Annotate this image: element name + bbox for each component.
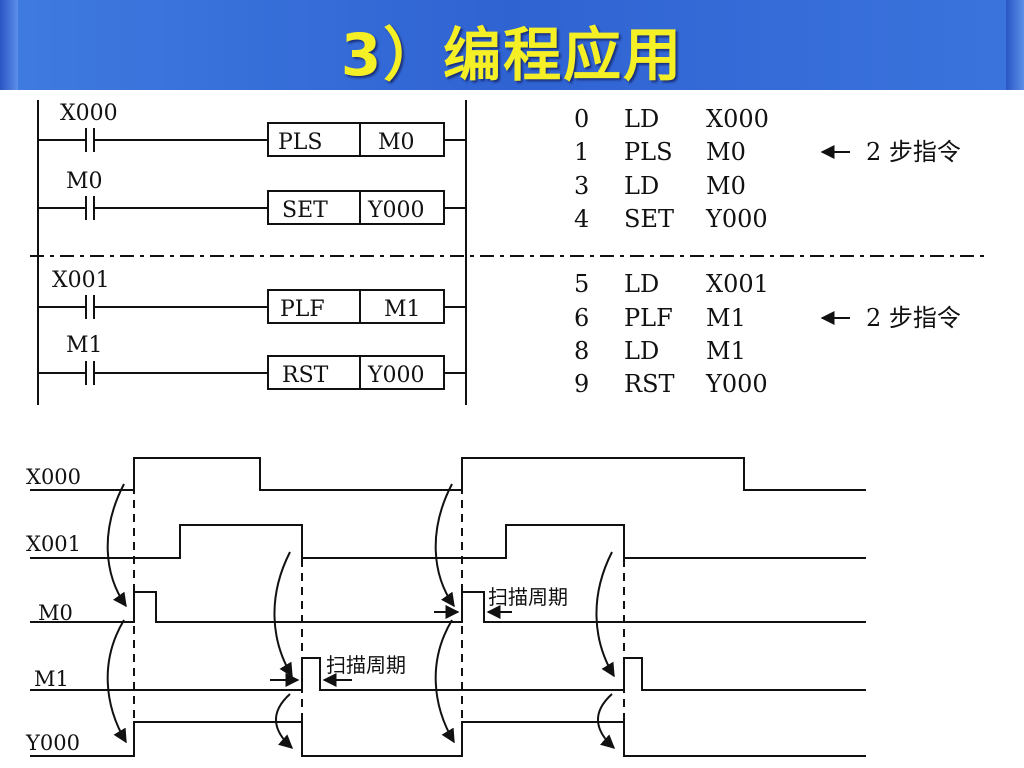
timing-labels: X000 X001 M0 M1 Y000 bbox=[25, 465, 81, 755]
signal-label-y000: Y000 bbox=[25, 731, 80, 755]
il-op-5: PLF bbox=[624, 304, 673, 332]
timing-dashed-markers bbox=[133, 458, 625, 756]
il-arg-0: X000 bbox=[706, 105, 769, 133]
il-arg-2: M0 bbox=[706, 172, 746, 200]
note-label-1: 2 步指令 bbox=[866, 138, 961, 166]
waveform-x000 bbox=[30, 457, 866, 491]
scan-period-markers bbox=[270, 605, 512, 687]
instr-label-3: PLF bbox=[280, 297, 325, 322]
il-op-1: PLS bbox=[624, 138, 673, 166]
title-bar: 3）编程应用 bbox=[0, 0, 1024, 90]
waveform-y000 bbox=[30, 721, 866, 757]
il-op-2: LD bbox=[624, 172, 659, 200]
contact-label-1: X000 bbox=[60, 101, 118, 126]
instr-label-2: SET bbox=[282, 198, 328, 223]
instr-label-4: RST bbox=[282, 363, 329, 388]
note-label-2: 2 步指令 bbox=[866, 304, 961, 332]
il-arg-4: X001 bbox=[706, 270, 769, 298]
waveform-m0 bbox=[30, 591, 866, 623]
il-op-4: LD bbox=[624, 270, 659, 298]
il-step-5: 6 bbox=[574, 304, 589, 332]
title-stripe-left bbox=[0, 0, 18, 90]
contact-label-4: M1 bbox=[66, 333, 103, 358]
contact-label-2: M0 bbox=[66, 169, 103, 194]
waveform-m1 bbox=[30, 657, 866, 691]
operand-label-4: Y000 bbox=[367, 363, 425, 388]
signal-label-x000: X000 bbox=[26, 465, 81, 489]
operand-label-3: M1 bbox=[384, 297, 421, 322]
page-title: 3）编程应用 bbox=[340, 21, 684, 89]
instr-label-1: PLS bbox=[278, 130, 322, 155]
il-arg-7: Y000 bbox=[705, 370, 768, 398]
il-arg-6: M1 bbox=[706, 337, 746, 365]
instruction-list: 0 LD X000 1 PLS M0 3 LD M0 4 SET Y000 5 … bbox=[574, 105, 961, 398]
il-op-6: LD bbox=[624, 337, 659, 365]
timing-causal-arrows bbox=[106, 483, 616, 749]
il-step-6: 8 bbox=[574, 337, 589, 365]
scan-period-label-2: 扫描周期 bbox=[488, 585, 568, 609]
timing-waveforms bbox=[30, 457, 866, 757]
scan-period-label-1: 扫描周期 bbox=[326, 653, 406, 677]
il-step-1: 1 bbox=[574, 138, 589, 166]
signal-label-x001: X001 bbox=[26, 532, 81, 556]
signal-label-m1: M1 bbox=[34, 667, 69, 691]
il-op-7: RST bbox=[624, 370, 675, 398]
il-arg-5: M1 bbox=[706, 304, 746, 332]
ladder-rung-3 bbox=[38, 289, 466, 324]
operand-label-1: M0 bbox=[378, 130, 415, 155]
il-step-7: 9 bbox=[574, 370, 589, 398]
contact-label-3: X001 bbox=[52, 268, 110, 293]
il-arg-3: Y000 bbox=[705, 205, 768, 233]
il-step-0: 0 bbox=[574, 105, 589, 133]
il-arg-1: M0 bbox=[706, 138, 746, 166]
ladder-rung-1 bbox=[38, 122, 466, 157]
ladder-labels: X000 PLS M0 M0 SET Y000 X001 PLF M1 M1 R… bbox=[52, 101, 425, 388]
ladder-rung-4 bbox=[38, 355, 466, 390]
il-op-0: LD bbox=[624, 105, 659, 133]
il-step-2: 3 bbox=[574, 172, 589, 200]
operand-label-2: Y000 bbox=[367, 198, 425, 223]
title-stripe-right bbox=[1006, 0, 1024, 90]
il-step-4: 5 bbox=[574, 270, 589, 298]
ladder-rung-2 bbox=[38, 190, 466, 225]
waveform-x001 bbox=[30, 524, 866, 559]
ladder-diagram bbox=[30, 100, 990, 405]
il-op-3: SET bbox=[624, 205, 674, 233]
il-step-3: 4 bbox=[574, 205, 589, 233]
